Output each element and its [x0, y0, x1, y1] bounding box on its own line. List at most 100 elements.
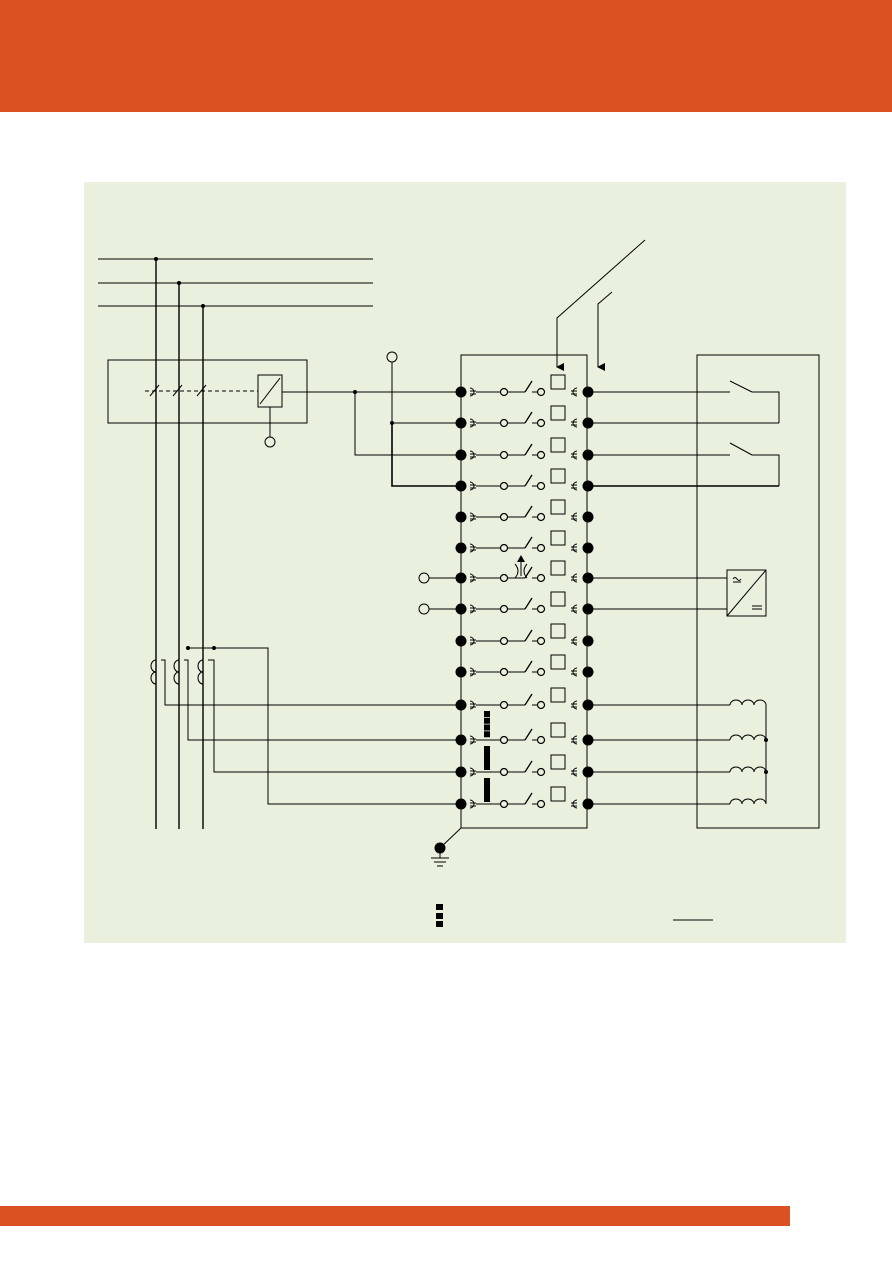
link-terminal [499, 418, 509, 428]
junction-dots [154, 257, 768, 774]
plug-socket-icon [571, 543, 578, 553]
isolating-link-switch [524, 629, 533, 642]
converter-diagonal [726, 569, 767, 617]
link-terminal [499, 512, 509, 522]
test-plug-arrow-1 [556, 239, 646, 371]
short-circuit-bridge [484, 778, 490, 784]
link-terminal [499, 573, 509, 583]
junction-dot-3 [201, 304, 205, 308]
test-socket-icon [550, 405, 566, 421]
plug-socket-icon [469, 387, 476, 397]
protection-relay-box [696, 354, 820, 829]
plug-socket-icon [571, 481, 578, 491]
short-circuit-bridge [484, 752, 490, 758]
plug-socket-icon [469, 667, 476, 677]
plug-socket-icon [571, 735, 578, 745]
test-socket-icon [550, 560, 566, 576]
terminal-row-8 [455, 591, 594, 615]
relay-contact-2-return [752, 454, 780, 486]
terminal-row-6 [455, 530, 594, 554]
ct-wire-3 [208, 659, 458, 773]
input-terminal [455, 635, 467, 647]
output-terminal [582, 699, 594, 711]
link-terminal [499, 636, 509, 646]
trip-coil-terminal [264, 436, 276, 448]
link-terminal [536, 604, 546, 614]
test-socket-icon [550, 591, 566, 607]
link-terminal [536, 418, 546, 428]
legend-bridge-block-3 [436, 921, 443, 927]
plug-socket-icon [571, 799, 578, 809]
link-terminal [536, 700, 546, 710]
isolating-link-switch [524, 792, 533, 805]
link-terminal [499, 799, 509, 809]
short-circuit-bridge [484, 784, 490, 790]
junction-dot-6 [186, 646, 190, 650]
plug-socket-icon [571, 450, 578, 460]
terminal-row-5 [455, 499, 594, 523]
test-socket-icon [550, 530, 566, 546]
test-socket-icon [550, 499, 566, 515]
plug-socket-icon [571, 418, 578, 428]
aux-supply-terminal-2 [418, 603, 430, 615]
plug-socket-icon [571, 636, 578, 646]
output-terminal [582, 635, 594, 647]
link-terminal [499, 735, 509, 745]
relay-current-coil-2 [729, 734, 767, 741]
input-terminal [455, 699, 467, 711]
output-terminal [582, 480, 594, 492]
input-terminal [455, 734, 467, 746]
output-terminal [582, 511, 594, 523]
current-transformer-icon-3 [197, 659, 204, 685]
output-terminal [582, 798, 594, 810]
plug-socket-icon [469, 481, 476, 491]
test-plug-arrow-2 [597, 291, 613, 371]
test-socket-icon [550, 722, 566, 738]
supply-terminal [386, 351, 398, 363]
converter-ac-symbol [732, 577, 742, 581]
ac-dc-converter-icon [726, 569, 767, 617]
terminal-row-7 [455, 560, 594, 584]
aux-supply-terminal-1 [418, 572, 430, 584]
link-terminal [499, 667, 509, 677]
link-terminal [499, 543, 509, 553]
input-terminal [455, 666, 467, 678]
test-socket-icon [550, 468, 566, 484]
isolating-link-switch [524, 693, 533, 706]
isolating-link-switch [524, 380, 533, 393]
output-terminal [582, 766, 594, 778]
output-terminal [582, 449, 594, 461]
relay-current-coil-4 [729, 798, 767, 805]
plug-socket-icon [571, 604, 578, 614]
footer-band [0, 1206, 790, 1226]
plug-socket-icon [469, 767, 476, 777]
relay-contact-2 [729, 442, 753, 456]
earth-terminal [434, 842, 446, 854]
short-circuit-bridge [484, 746, 490, 752]
terminal-row-13 [455, 754, 594, 778]
input-terminal [455, 480, 467, 492]
plug-socket-icon [469, 636, 476, 646]
short-circuit-bridge [484, 796, 490, 802]
test-socket-icon [550, 754, 566, 770]
input-terminal [455, 511, 467, 523]
plug-socket-icon [469, 512, 476, 522]
junction-dot-9 [764, 770, 768, 774]
plug-socket-icon [571, 700, 578, 710]
test-socket-icon [550, 786, 566, 802]
legend-bridge-block-2 [436, 913, 443, 919]
isolating-link-switch [524, 411, 533, 424]
plug-socket-icon [469, 418, 476, 428]
link-terminal [536, 481, 546, 491]
trip-return-wire [354, 392, 458, 456]
breaker-contact-2 [172, 384, 183, 397]
legend-bridge-block-1 [436, 904, 443, 910]
short-circuit-bridge [484, 758, 490, 764]
test-socket-icon [550, 437, 566, 453]
link-terminal [536, 636, 546, 646]
plug-socket-icon [469, 543, 476, 553]
terminal-row-12 [455, 722, 594, 746]
isolating-link-switch [524, 505, 533, 518]
input-terminal [455, 542, 467, 554]
short-circuit-bridge-icon [436, 904, 443, 927]
